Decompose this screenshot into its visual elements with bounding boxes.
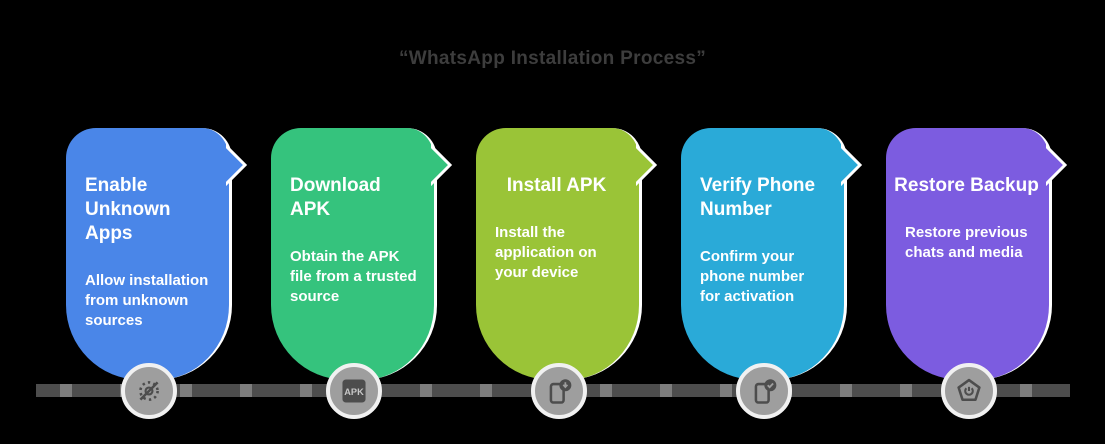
step-card-enable-unknown-apps: Enable Unknown Apps Allow installation f… <box>66 128 248 380</box>
arrow-right-icon <box>1046 144 1068 186</box>
phone-check-icon <box>754 379 777 404</box>
eye-off-icon <box>139 381 159 401</box>
step-description: Allow installation from unknown sources <box>85 271 209 330</box>
step-title: Download APK <box>290 175 381 220</box>
step-card-install-apk: Install APK Install the application on y… <box>476 128 658 380</box>
timeline-node-2: APK <box>326 363 382 419</box>
step-description: Restore previous chats and media <box>905 223 1028 262</box>
arrow-right-icon <box>636 144 658 186</box>
arrow-right-icon <box>841 144 863 186</box>
timeline-node-1 <box>121 363 177 419</box>
step-title: Enable Unknown Apps <box>85 175 171 244</box>
timeline-node-3 <box>531 363 587 419</box>
step-card-restore-backup: Restore Backup Restore previous chats an… <box>886 128 1068 380</box>
apk-badge-label: APK <box>344 387 364 397</box>
step-card-verify-phone-number: Verify Phone Number Confirm your phone n… <box>681 128 863 380</box>
step-title: Install APK <box>506 175 607 196</box>
step-description: Obtain the APK file from a trusted sourc… <box>290 247 417 306</box>
shield-restore-icon <box>957 378 981 402</box>
timeline-node-4 <box>736 363 792 419</box>
step-title: Verify Phone Number <box>700 175 816 220</box>
page-title: “WhatsApp Installation Process” <box>398 48 707 69</box>
phone-download-icon <box>549 379 572 404</box>
step-description: Confirm your phone number for activation <box>700 247 805 306</box>
step-card-download-apk: Download APK Obtain the APK file from a … <box>271 128 453 380</box>
step-description: Install the application on your device <box>495 223 597 282</box>
timeline-node-5 <box>941 363 997 419</box>
apk-badge-icon: APK <box>342 379 366 403</box>
arrow-right-icon <box>226 144 248 186</box>
arrow-right-icon <box>431 144 453 186</box>
step-title: Restore Backup <box>894 175 1039 196</box>
